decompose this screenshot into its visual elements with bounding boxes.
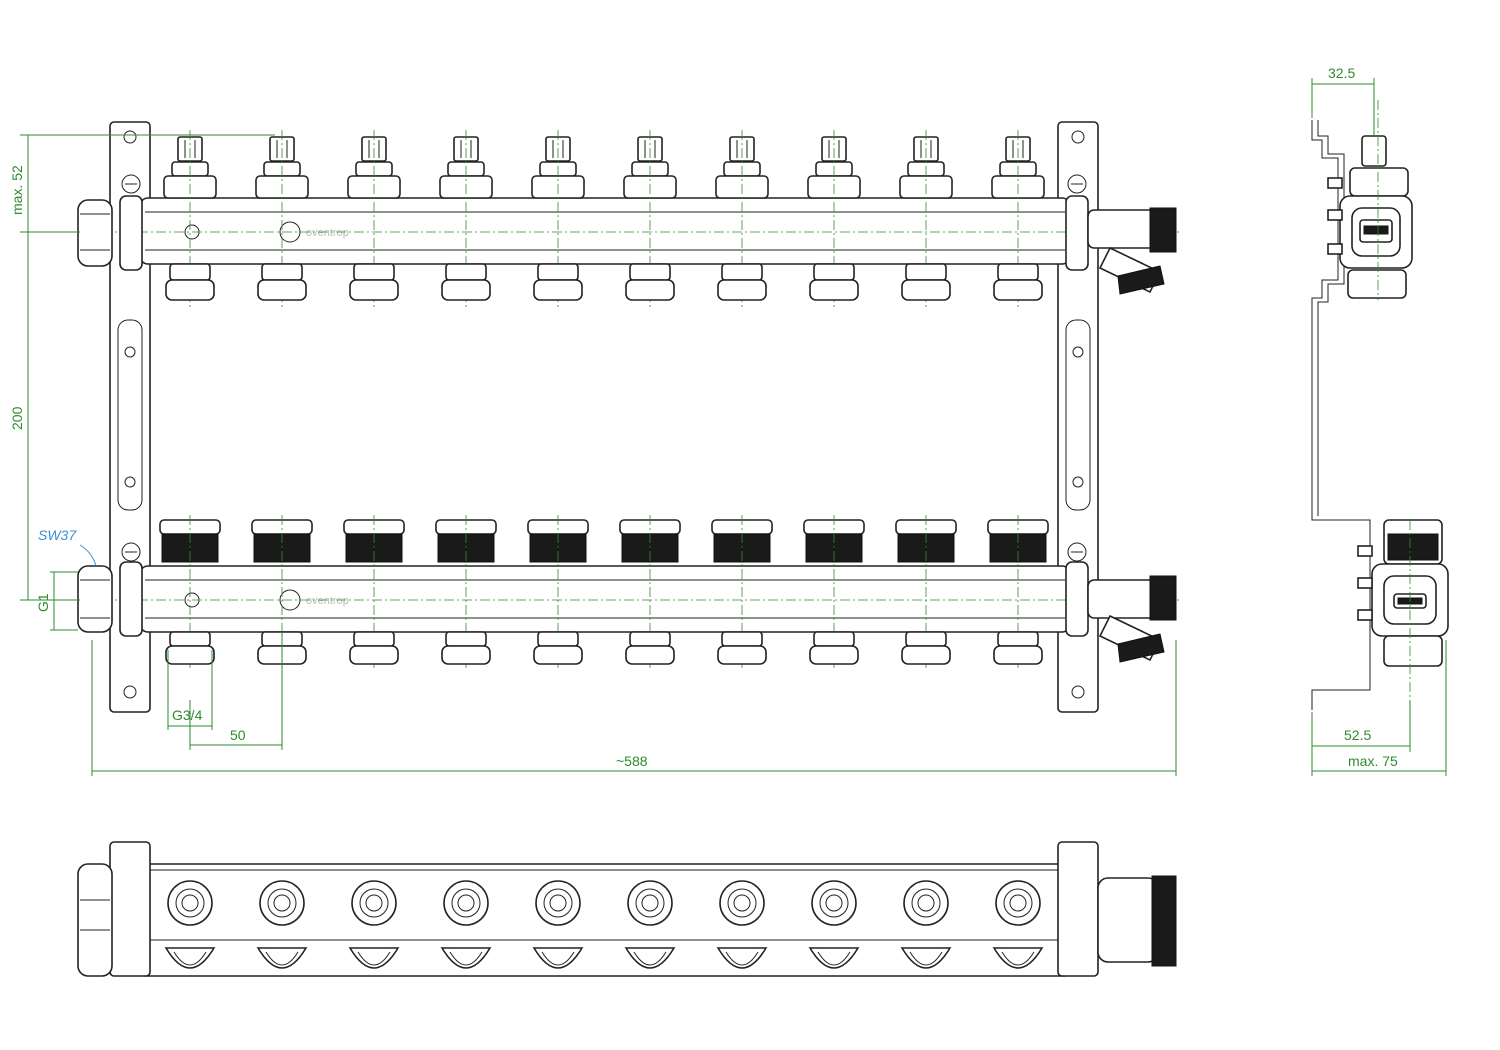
valve-insert	[899, 130, 953, 308]
flowmeter-cap	[343, 515, 405, 668]
side-view: 32.5 52.5 max. 75	[1311, 65, 1449, 776]
top-view-port	[348, 880, 400, 969]
dim-side-32-5: 32.5	[1311, 65, 1375, 136]
left-inlet-top	[77, 174, 143, 271]
outlet-connector	[441, 263, 491, 301]
valve-insert	[623, 130, 677, 308]
outlet-connector	[625, 263, 675, 301]
right-end-top	[1065, 174, 1177, 295]
flowmeter-cap	[159, 515, 221, 668]
outlet-connector	[901, 263, 951, 301]
dim-side-52-5: 52.5	[1311, 700, 1411, 776]
top-view-port	[532, 880, 584, 969]
flowmeter-cap	[251, 515, 313, 668]
outlet-connector	[901, 631, 951, 665]
top-view-port	[440, 880, 492, 969]
outlet-connector	[441, 631, 491, 665]
label-sw37: SW37	[38, 527, 77, 543]
logo-text-top: oventrop	[306, 227, 349, 239]
dim-sw37: SW37	[38, 527, 97, 567]
outlet-connector	[809, 263, 859, 301]
outlet-connector	[533, 263, 583, 301]
supply-bar: oventrop	[30, 197, 1180, 265]
label-32-5: 32.5	[1328, 65, 1355, 81]
flowmeter-cap	[803, 515, 865, 668]
logo-text-bottom: oventrop	[306, 595, 349, 607]
bottom-outlets	[165, 631, 1043, 665]
outlet-connector	[717, 263, 767, 301]
return-bar: oventrop	[30, 565, 1180, 633]
outlet-connector	[625, 631, 675, 665]
outlet-connector	[809, 631, 859, 665]
dim-max-52: max. 52	[9, 134, 275, 233]
right-end-bottom	[1065, 542, 1177, 663]
outlet-connector	[165, 263, 215, 301]
left-inlet-bottom	[77, 542, 143, 637]
front-view: oventrop oventrop	[9, 121, 1180, 776]
outlet-connector	[993, 263, 1043, 301]
label-g1: G1	[35, 593, 51, 612]
label-pitch-50: 50	[230, 727, 246, 743]
dim-side-max-75: max. 75	[1312, 640, 1447, 776]
flowmeter-cap	[619, 515, 681, 668]
label-max-75: max. 75	[1348, 753, 1398, 769]
label-length-588: ~588	[616, 753, 648, 769]
dim-length-588: ~588	[91, 640, 1177, 776]
label-52-5: 52.5	[1344, 727, 1371, 743]
top-view-port	[716, 880, 768, 969]
label-g34: G3/4	[172, 707, 203, 723]
top-view-ports	[164, 880, 1044, 969]
side-bottom-body	[1357, 519, 1449, 667]
outlet-connector	[165, 631, 215, 665]
outlet-connector	[349, 263, 399, 301]
top-outlets	[165, 263, 1043, 301]
valve-insert	[163, 130, 217, 308]
label-max-52: max. 52	[9, 165, 25, 215]
flowmeter-cap	[711, 515, 773, 668]
dim-200: 200	[9, 232, 80, 601]
dim-g1: G1	[35, 571, 78, 631]
flowmeter-cap	[435, 515, 497, 668]
top-view-port	[992, 880, 1044, 969]
top-view-port	[900, 880, 952, 969]
top-view-port	[256, 880, 308, 969]
top-view-port	[808, 880, 860, 969]
outlet-connector	[349, 631, 399, 665]
outlet-connector	[257, 263, 307, 301]
outlet-connector	[717, 631, 767, 665]
side-top-body	[1327, 135, 1413, 299]
top-view	[77, 841, 1177, 977]
dim-g34-pitch: G3/4 50	[167, 632, 283, 750]
top-view-port	[164, 880, 216, 969]
top-view-port	[624, 880, 676, 969]
outlet-connector	[533, 631, 583, 665]
label-200: 200	[9, 406, 25, 430]
flowmeter-cap	[895, 515, 957, 668]
outlet-connector	[993, 631, 1043, 665]
valve-insert	[255, 130, 309, 308]
flowmeter-cap	[527, 515, 589, 668]
bottom-flowmeters	[159, 515, 1049, 668]
